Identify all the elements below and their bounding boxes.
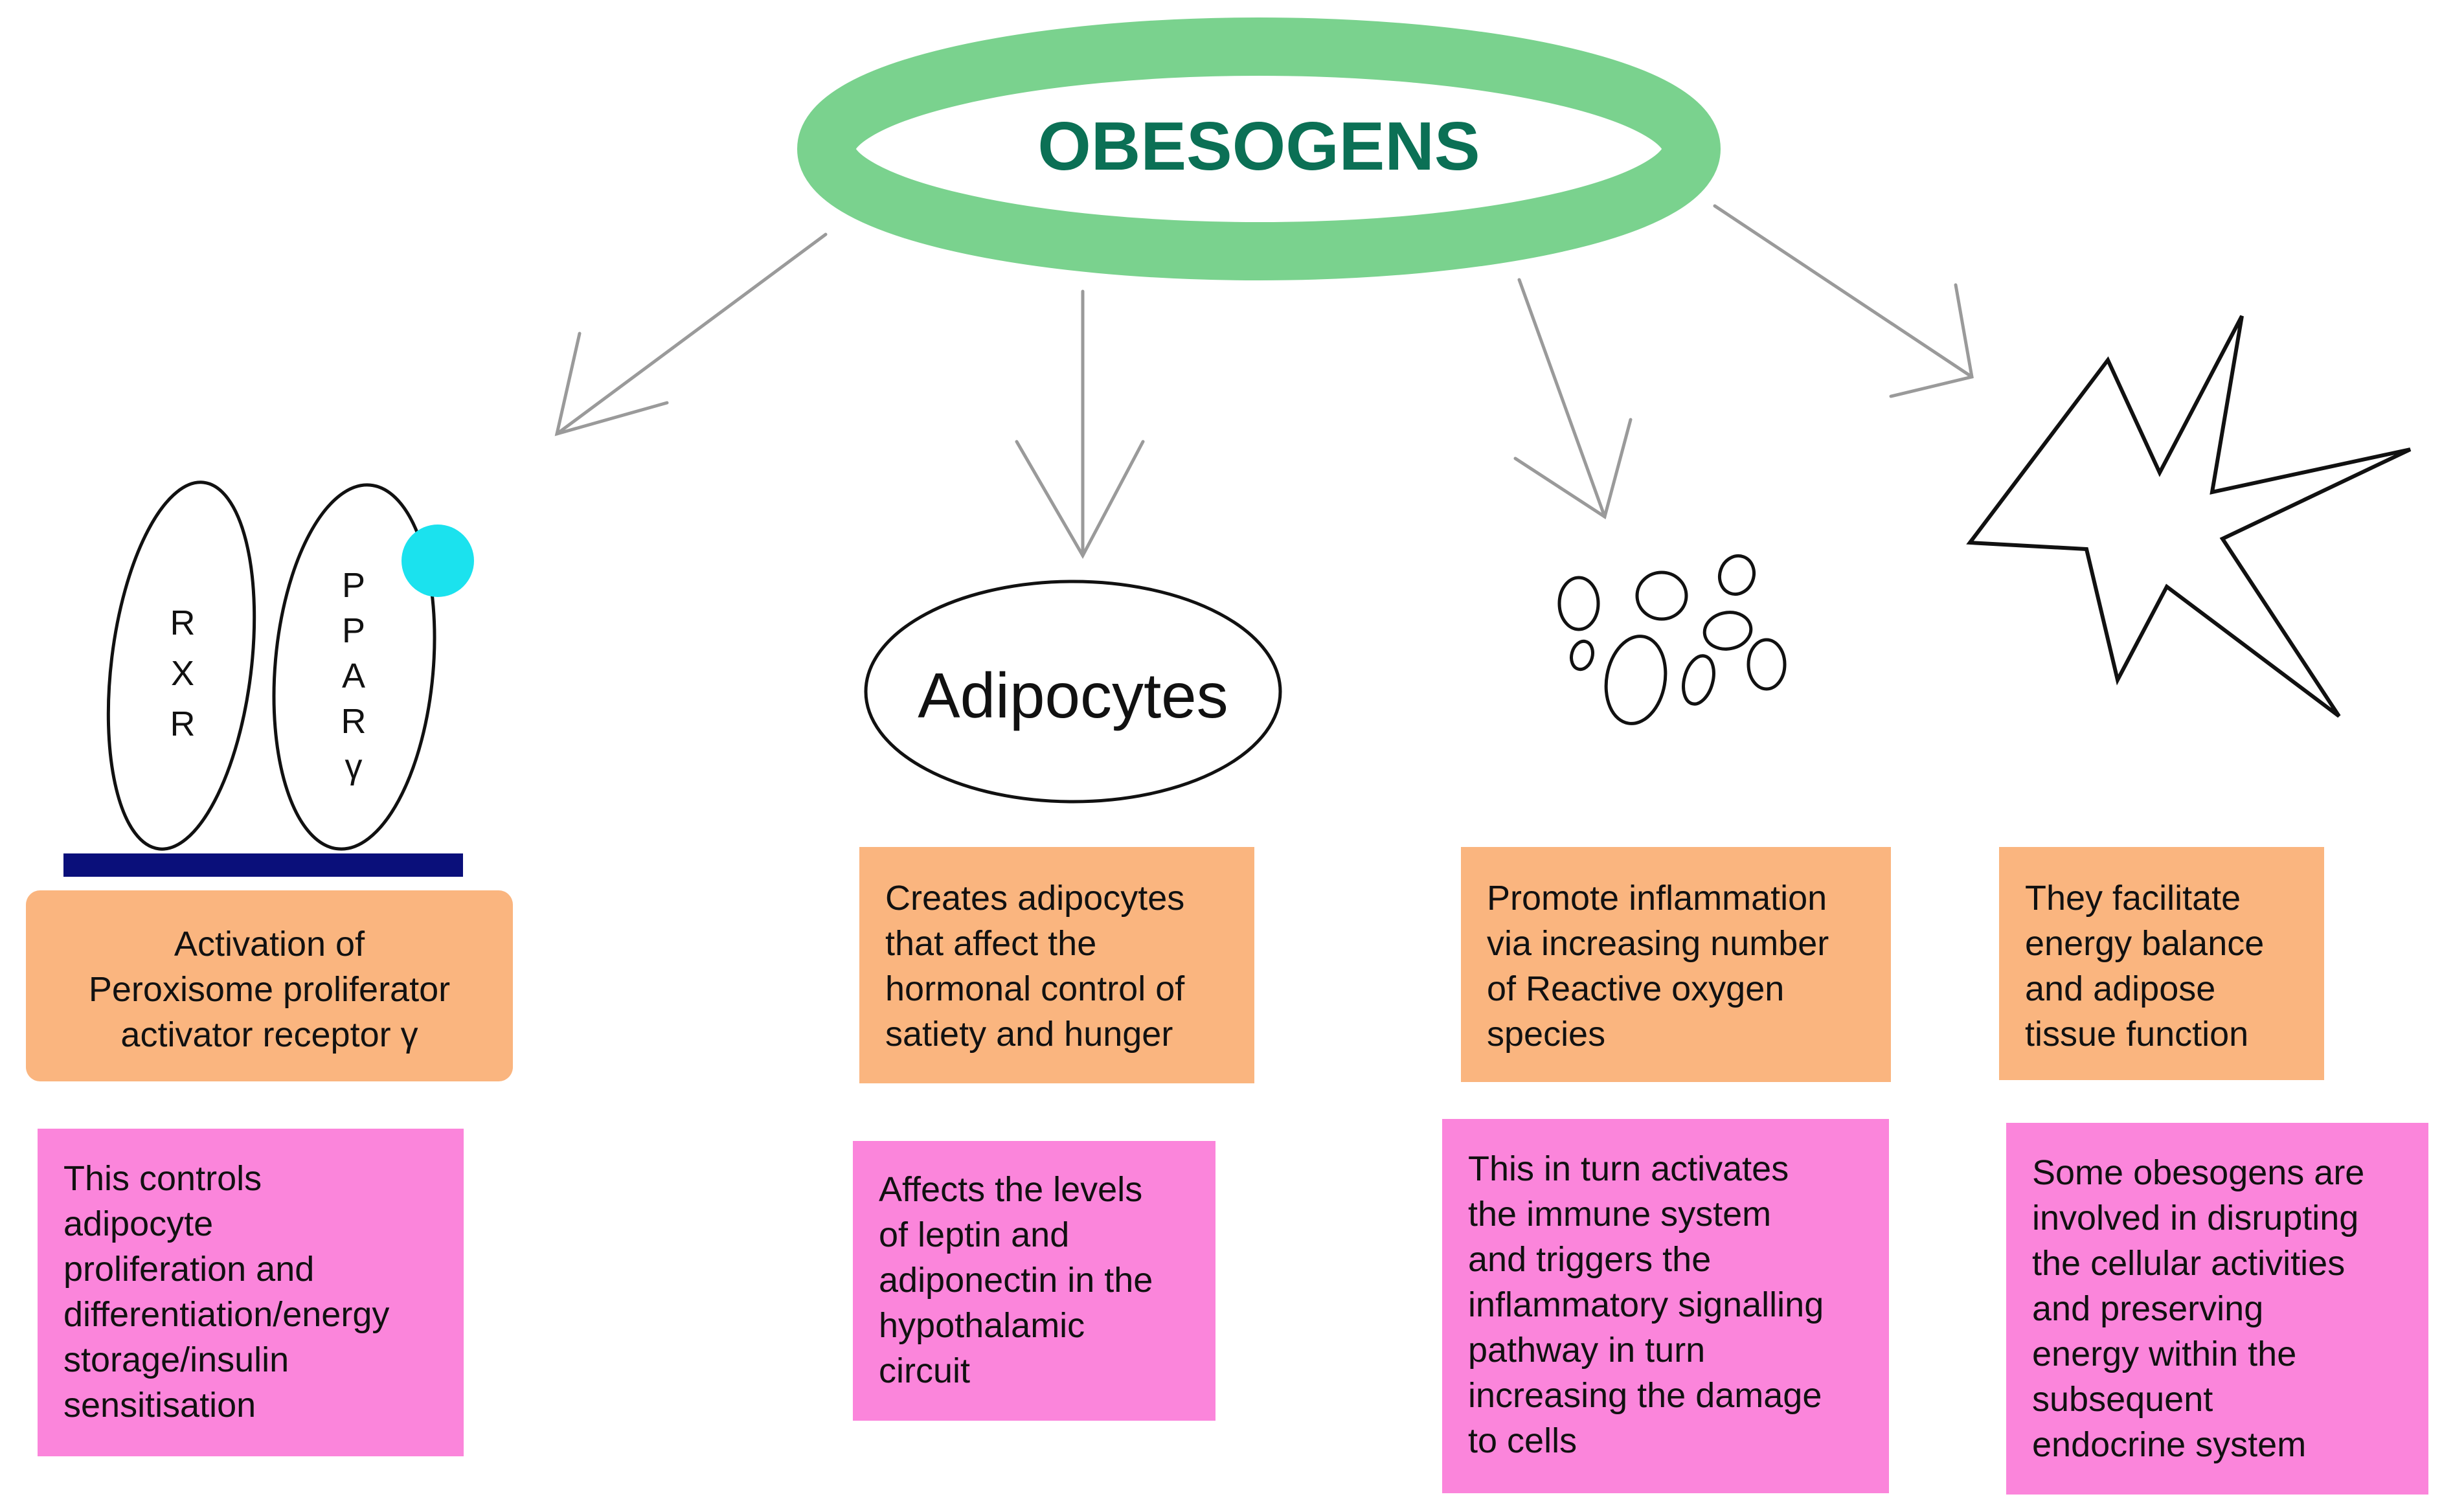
ros-bubble <box>1718 554 1756 596</box>
box-line: hormonal control of <box>885 969 1185 1008</box>
box-line: Affects the levels <box>879 1170 1143 1209</box>
ppar-letter: R <box>341 702 367 741</box>
title-text: OBESOGENS <box>1037 108 1480 185</box>
box-line: energy balance <box>2025 924 2265 963</box>
box-line: This in turn activates <box>1468 1149 1789 1188</box>
rxr-ellipse <box>106 480 256 851</box>
box-line: endocrine system <box>2032 1425 2307 1464</box>
box-line: and triggers the <box>1468 1240 1712 1279</box>
star-shape <box>1966 315 2412 718</box>
box-line: of Reactive oxygen <box>1487 969 1785 1008</box>
box-line: Promote inflammation <box>1487 879 1827 918</box>
box-line: and preserving <box>2032 1289 2264 1328</box>
ros-bubble <box>1557 576 1600 631</box>
box-line: hypothalamic <box>879 1306 1085 1345</box>
immune-response-box: This in turn activates the immune system… <box>1442 1119 1889 1493</box>
box-line: differentiation/energy <box>63 1295 390 1334</box>
box-line: the cellular activities <box>2032 1244 2346 1283</box>
receptor-effect-box: This controls adipocyte proliferation an… <box>38 1129 464 1456</box>
adipocytes-ellipse <box>864 580 1282 804</box>
box-line: They facilitate <box>2025 879 2241 918</box>
box-line: Some obesogens are <box>2032 1153 2365 1192</box>
box-line: This controls <box>63 1159 262 1198</box>
box-line: adiponectin in the <box>879 1261 1153 1300</box>
receptor-graphic: R X R P P A R γ <box>63 480 474 877</box>
ppar-letter: γ <box>345 747 363 786</box>
ros-bubbles <box>1557 554 1787 725</box>
arrow-to-ros <box>1513 278 1633 519</box>
title-ring <box>797 17 1721 280</box>
disruption-box: Some obesogens are involved in disruptin… <box>2006 1123 2428 1495</box>
arrow-to-adipocytes <box>1015 289 1145 559</box>
hormone-levels-box: Affects the levels of leptin and adipone… <box>853 1141 1215 1421</box>
inflammation-box: Promote inflammation via increasing numb… <box>1461 847 1891 1082</box>
box-line: Activation of <box>174 925 365 964</box>
box-line: increasing the damage <box>1468 1376 1822 1415</box>
box-line: Creates adipocytes <box>885 879 1185 918</box>
ros-bubble <box>1747 638 1787 691</box>
ros-bubble <box>1702 611 1753 651</box>
box-line: proliferation and <box>63 1250 315 1289</box>
ligand-dot <box>401 525 474 597</box>
box-line: via increasing number <box>1487 924 1829 963</box>
ppar-letter: P <box>342 566 365 605</box>
ros-bubble <box>1635 570 1688 621</box>
box-line: activator receptor γ <box>120 1015 418 1054</box>
arrow-to-star <box>1713 204 1974 398</box>
ros-bubble <box>1570 639 1594 671</box>
box-line: circuit <box>879 1351 971 1390</box>
box-line: of leptin and <box>879 1215 1070 1254</box>
ros-bubble <box>1604 635 1668 725</box>
box-line: storage/insulin <box>63 1340 289 1379</box>
box-line: satiety and hunger <box>885 1015 1173 1054</box>
energy-balance-box: They facilitate energy balance and adipo… <box>1999 847 2324 1080</box>
arrow-to-receptor <box>554 232 828 436</box>
box-line: and adipose <box>2025 969 2216 1008</box>
rxr-letter: R <box>170 604 196 642</box>
ppar-letter: P <box>342 611 365 650</box>
box-line: to cells <box>1468 1421 1577 1460</box>
rxr-letter: R <box>170 705 196 743</box>
adipocytes-effect-box: Creates adipocytes that affect the hormo… <box>859 847 1254 1083</box>
rxr-letter: X <box>171 654 194 693</box>
adipocytes-label: Adipocytes <box>918 660 1228 731</box>
box-line: that affect the <box>885 924 1097 963</box>
ppar-letter: A <box>342 657 365 695</box>
receptor-base-bar <box>63 853 463 877</box>
box-line: pathway in turn <box>1468 1331 1706 1370</box>
box-line: the immune system <box>1468 1195 1772 1234</box>
box-line: sensitisation <box>63 1386 256 1425</box>
adipocytes-graphic: Adipocytes <box>864 580 1282 804</box>
box-line: involved in disrupting <box>2032 1199 2359 1237</box>
box-line: species <box>1487 1015 1606 1054</box>
receptor-activation-box: Activation of Peroxisome proliferator ac… <box>26 890 513 1081</box>
box-line: inflammatory signalling <box>1468 1285 1824 1324</box>
box-line: subsequent <box>2032 1380 2213 1419</box>
box-line: energy within the <box>2032 1335 2297 1373</box>
box-line: tissue function <box>2025 1015 2249 1054</box>
box-line: Peroxisome proliferator <box>88 970 451 1009</box>
ppar-ellipse <box>272 483 436 851</box>
box-line: adipocyte <box>63 1204 214 1243</box>
ros-bubble <box>1682 654 1715 706</box>
